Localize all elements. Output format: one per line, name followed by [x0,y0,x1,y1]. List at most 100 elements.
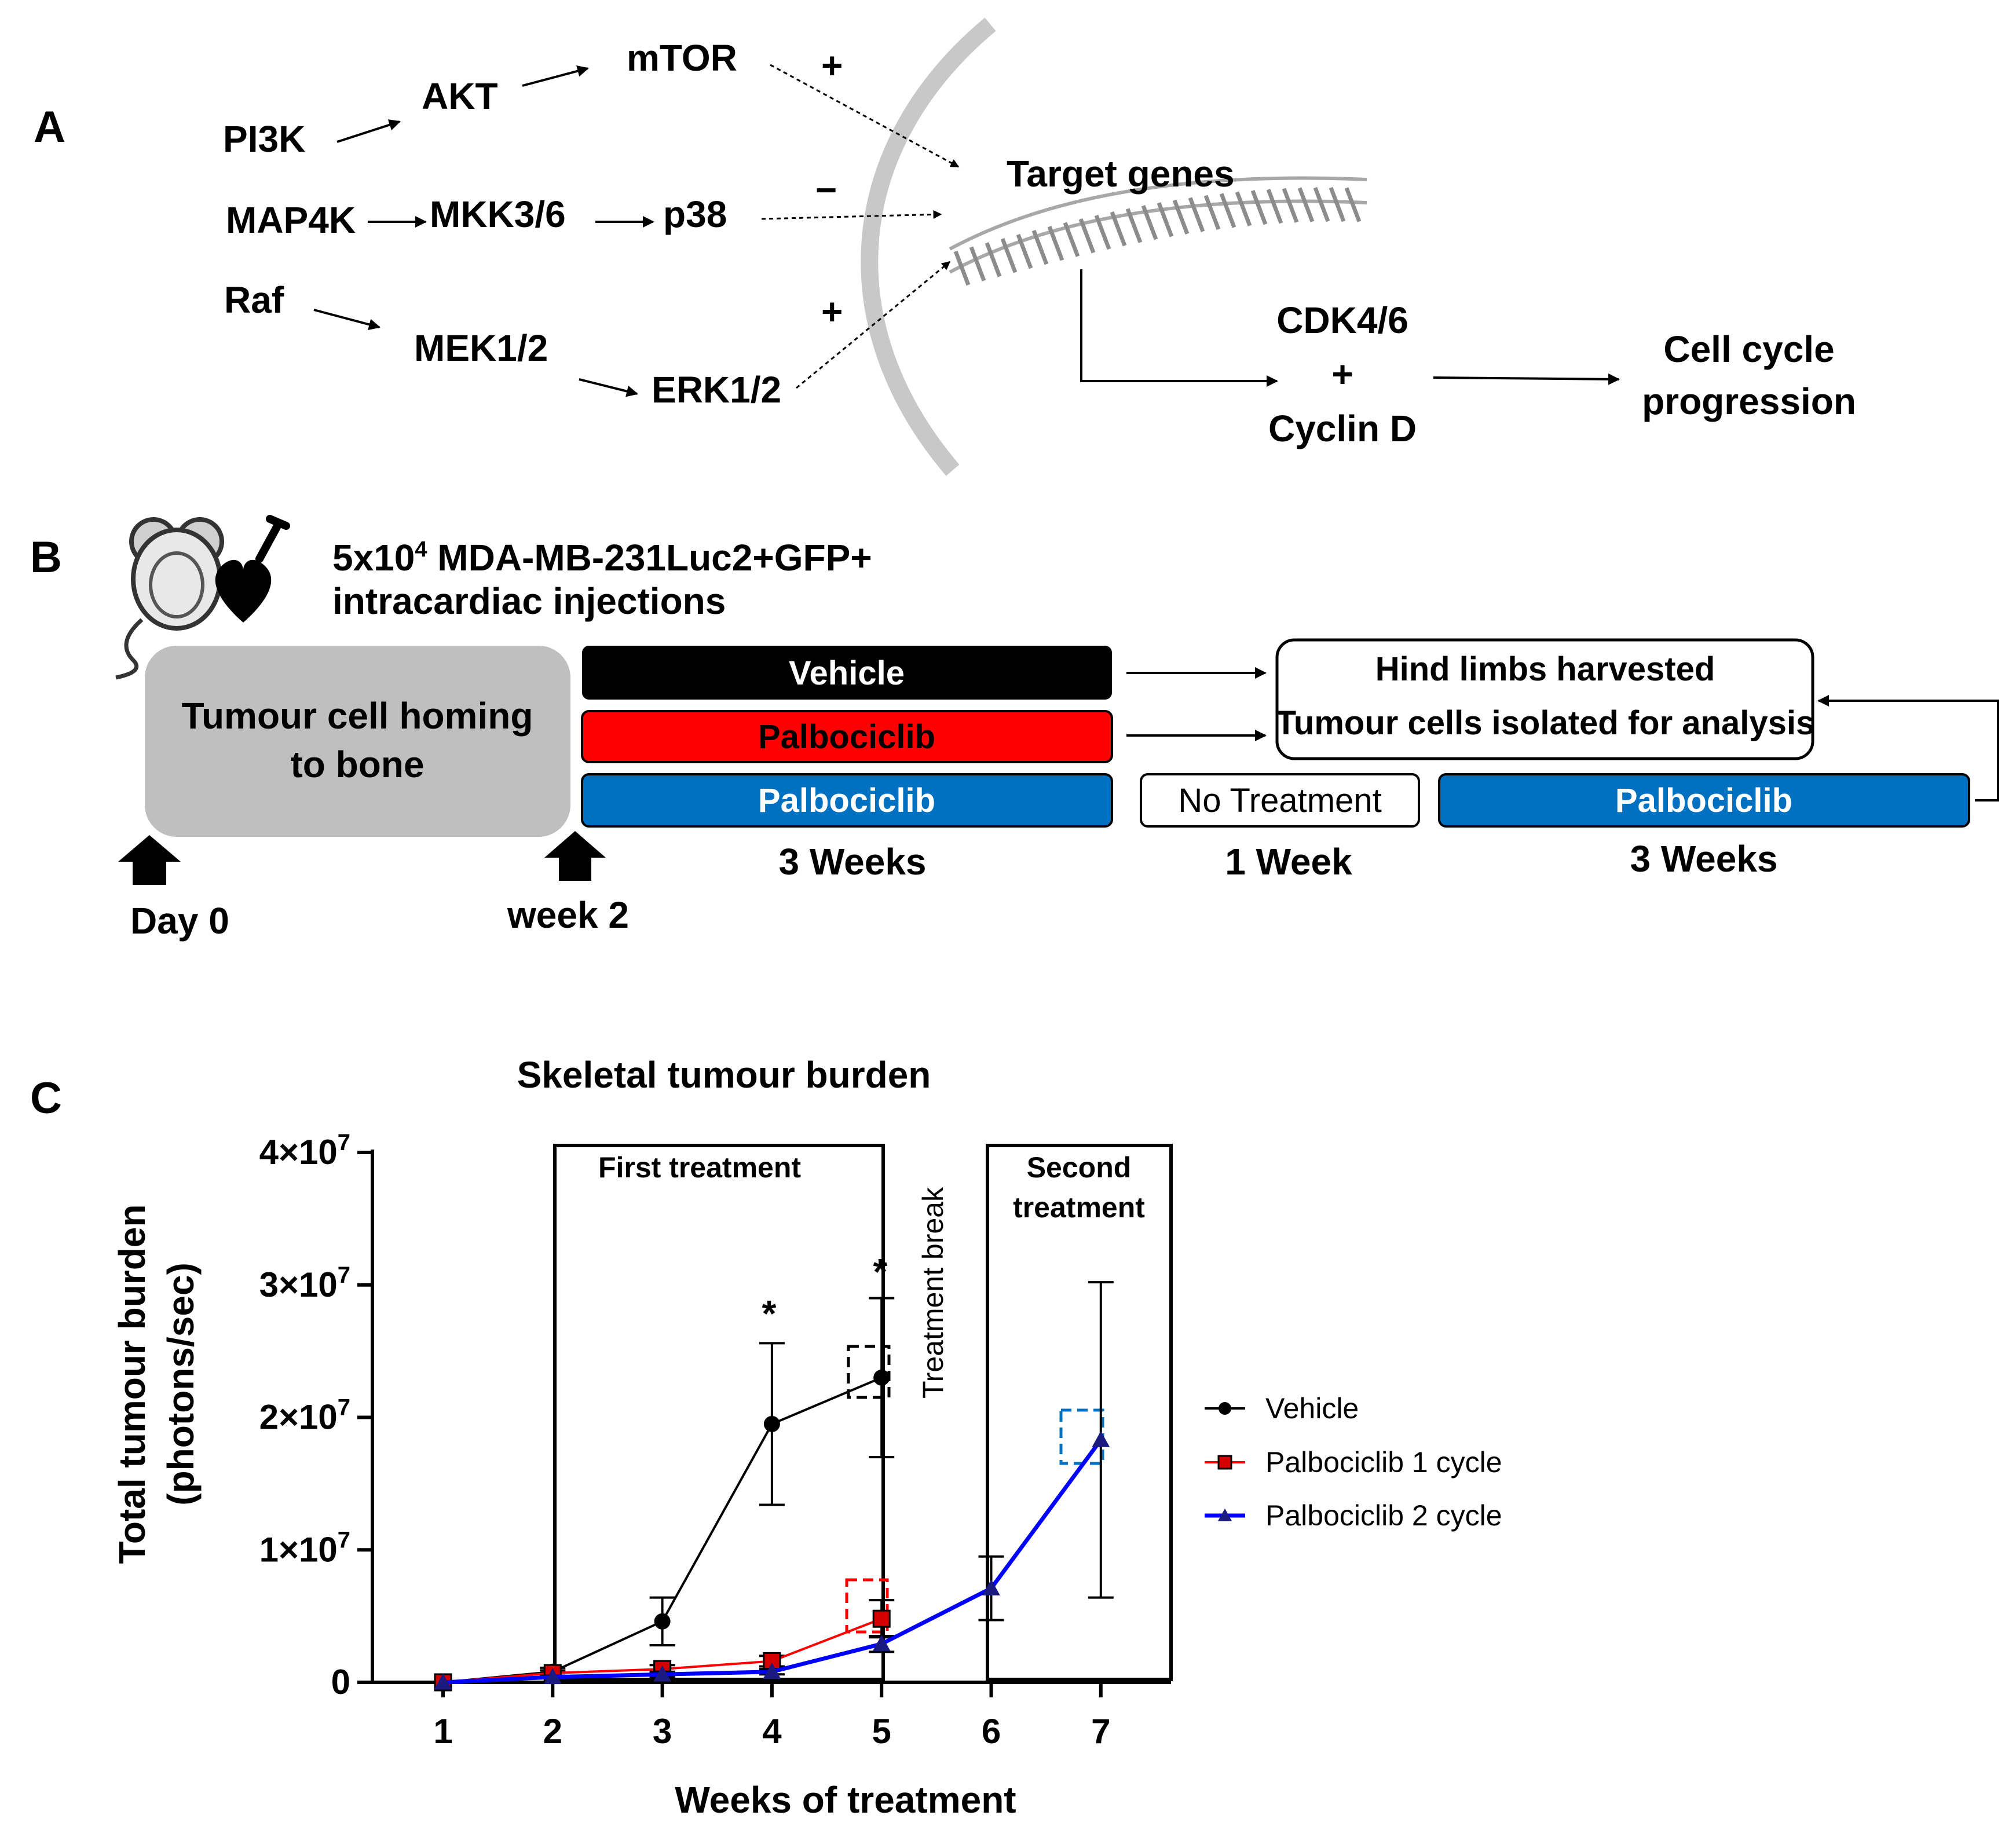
label-p38: p38 [663,193,727,235]
heart-icon [215,559,272,623]
highlight-palbo2-week7 [1059,1408,1104,1465]
arrow-erk12-target [796,261,951,389]
second-treatment-box [986,1144,1173,1681]
arrow-mtor-target [770,64,960,168]
label-cdk46: CDK4/6 [1276,299,1408,341]
duration-3-weeks: 3 Weeks [779,841,927,883]
legend-marker [1219,1402,1231,1415]
first-treatment-box [553,1144,885,1681]
palbociclib-second-label: Palbociclib [1615,782,1792,819]
data-point [434,1673,452,1690]
data-point [873,1369,890,1386]
vehicle-bar-label: Vehicle [789,654,905,692]
sign-erk: + [821,291,843,332]
palbociclib-second-bar [1438,773,1970,828]
syringe-icon [255,515,290,563]
mouse-icon [115,517,224,680]
x-tick-label: 5 [872,1712,891,1751]
series-palbociclib-2-cycle [434,1281,1114,1690]
panel-label-b: B [30,533,62,582]
day0-arrow-icon [118,835,181,885]
panel-label-c: C [30,1074,62,1123]
no-treatment-box [1140,773,1420,828]
x-tick-label: 6 [982,1712,1001,1751]
x-tick-label: 2 [543,1712,562,1751]
arrow-akt-mtor [522,65,589,87]
panel-label-a: A [34,103,65,152]
arrow-raf-mek12 [313,309,380,331]
palbociclib-red-bar [581,710,1113,763]
arrow-p38-target [761,210,942,220]
week2-arrow-icon [544,831,606,881]
label-progression: progression [1642,380,1856,422]
series-vehicle [435,1297,895,1690]
arrow-target-cdk [1080,269,1278,387]
palbociclib-red-label: Palbociclib [758,718,935,756]
label-target-genes: Target genes [1007,153,1235,195]
y-tick-label: 2×107 [259,1395,350,1437]
duration-3-weeks-second: 3 Weeks [1630,838,1778,880]
first-treatment-label: First treatment [598,1151,801,1184]
label-mtor: mTOR [627,37,737,79]
legend-label: Vehicle [1265,1392,1359,1425]
data-point [654,1613,671,1630]
sign-mtor: + [821,45,843,86]
chart-title: Skeletal tumour burden [517,1054,931,1096]
homing-text-2: to bone [290,744,424,785]
y-tick-label: 0 [331,1663,350,1701]
harvest-text-1: Hind limbs harvested [1375,650,1715,688]
palbociclib-blue-label: Palbociclib [758,782,935,819]
label-raf: Raf [224,279,284,321]
label-mkk36: MKK3/6 [430,193,566,235]
arrow-mek12-erk12 [579,378,638,397]
second-treatment-label-1: Second [1027,1151,1132,1184]
highlight-vehicle-week5 [847,1345,891,1399]
arrow-cdk-cellcycle [1433,373,1620,385]
data-point [543,1668,562,1685]
data-point [1092,1430,1110,1447]
harvest-text-2: Tumour cells isolated for analysis [1276,704,1814,742]
homing-text-1: Tumour cell homing [182,695,533,737]
data-point [872,1609,891,1628]
legend-label: Palbociclib 2 cycle [1265,1499,1502,1532]
x-tick-label: 4 [762,1712,782,1751]
label-cyclin-d: Cyclin D [1268,408,1417,449]
y-axis-label-line2: (photons/sec) [160,1262,202,1506]
harvest-box [1275,638,1814,760]
duration-1-week: 1 Week [1225,841,1352,883]
legend-label: Palbociclib 1 cycle [1265,1446,1502,1478]
arrow-pi3k-akt [336,119,401,143]
dna-helix-icon [949,176,1367,286]
injection-text-line1: 5x104 MDA-MB-231Luc2+GFP+ [332,537,872,579]
y-axis-label-line1: Total tumour burden [111,1205,153,1564]
label-map4k: MAP4K [226,199,356,241]
highlight-palbo1-week5 [845,1578,889,1634]
data-point [763,1415,780,1432]
second-treatment-label-2: treatment [1013,1191,1145,1224]
y-tick-label: 4×107 [259,1130,350,1172]
label-plus: + [1331,353,1353,395]
day0-label: Day 0 [130,900,229,942]
legend-item: Palbociclib 1 cycle [1205,1446,1502,1478]
x-tick-label: 1 [433,1712,452,1751]
homing-box [145,646,570,837]
no-treatment-label: No Treatment [1178,782,1381,819]
y-tick-label: 3×107 [259,1262,350,1304]
data-point [653,1665,671,1682]
cell-membrane-arc [861,17,996,476]
data-point [982,1579,1000,1595]
injection-text-line2: intracardiac injections [332,580,726,622]
treatment-break-label: Treatment break [917,1187,949,1399]
significance-star-week5: * [873,1251,888,1293]
arrow-second-harvest [1817,695,1999,801]
label-erk12: ERK1/2 [652,369,781,411]
x-tick-label: 7 [1091,1712,1110,1751]
week2-label: week 2 [507,894,629,936]
label-pi3k: PI3K [223,118,305,160]
significance-star-week4: * [762,1293,777,1334]
data-point [872,1635,891,1651]
x-tick-label: 3 [653,1712,672,1751]
legend-marker [1217,1455,1232,1470]
data-point [763,1663,781,1679]
